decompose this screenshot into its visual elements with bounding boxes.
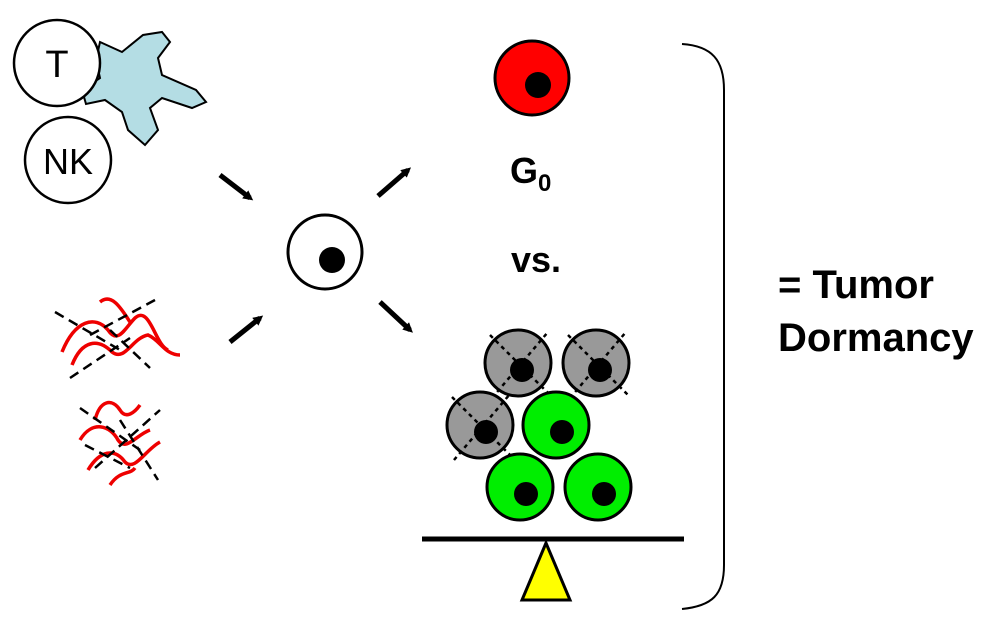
arrow-immune-to-cell xyxy=(218,173,254,201)
quiescent-cell xyxy=(493,39,571,117)
immune-cells: T NK xyxy=(12,18,208,205)
balance-fulcrum xyxy=(519,539,573,602)
versus-label: vs. xyxy=(511,239,561,280)
nk-cell-label: NK xyxy=(43,141,93,182)
t-cell-label: T xyxy=(45,44,68,86)
arrow-cell-to-g0 xyxy=(376,167,412,198)
g0-label: G0 xyxy=(510,150,551,197)
tumor-cell xyxy=(286,213,364,291)
bracket xyxy=(681,43,725,610)
extracellular-matrix xyxy=(54,297,181,487)
arrow-cell-to-balance xyxy=(378,300,413,333)
arrow-ecm-to-cell xyxy=(228,315,264,344)
t-cell xyxy=(12,18,102,108)
dying-cells xyxy=(445,328,631,461)
cell-balance xyxy=(422,328,684,602)
nucleus xyxy=(525,72,551,98)
dendritic-cell xyxy=(80,30,208,147)
result-label-line2: Dormancy xyxy=(778,316,974,360)
arrows xyxy=(218,167,413,344)
proliferating-cells xyxy=(485,390,633,522)
nk-cell xyxy=(23,115,113,205)
nucleus xyxy=(319,247,345,273)
result-label-line1: = Tumor xyxy=(778,263,934,307)
